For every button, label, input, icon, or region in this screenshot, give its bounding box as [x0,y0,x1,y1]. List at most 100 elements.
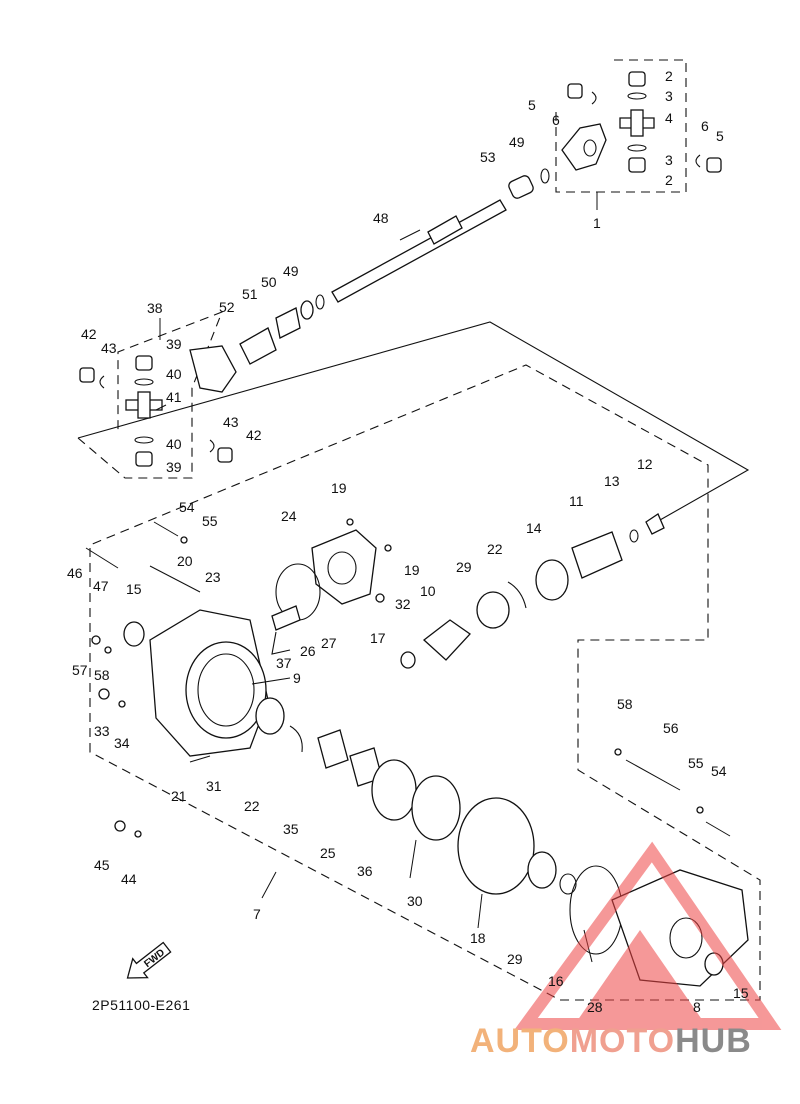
callout-43: 43 [101,340,117,356]
washer-50 [300,300,314,320]
spider-cross-41-vertical [137,391,151,419]
callout-3: 3 [665,152,673,168]
callout-2: 2 [665,172,673,188]
nut-12 [645,513,665,535]
bearing-cup-2-bottom [628,157,646,173]
callout-36: 36 [357,863,373,879]
callout-28: 28 [587,999,603,1015]
bolt-19-lower [384,544,392,552]
outer-frame-line [77,321,750,521]
callout-17: 17 [370,630,386,646]
callout-50: 50 [261,274,277,290]
circlip-49-lower [315,294,325,310]
callout-40: 40 [166,366,182,382]
callout-48: 48 [373,210,389,226]
ring-gear-18 [457,797,535,895]
drive-shaft-48 [331,199,507,303]
circlip-40-top [134,378,154,386]
bolt-21 [189,755,211,763]
bearing-29-upper [476,591,510,629]
callout-51: 51 [242,286,258,302]
circlip-43-right [209,439,215,453]
callout-11: 11 [569,493,584,509]
washer-57 [91,635,101,645]
bolt-33 [98,688,110,700]
callout-8: 8 [693,999,701,1015]
callout-22: 22 [487,541,503,557]
cover-24-hole [327,551,357,585]
leader-9 [251,677,291,685]
leader-41 [155,404,167,411]
drive-shaft-48-collar [427,215,463,245]
callout-14: 14 [526,520,542,536]
seal-14 [535,559,569,601]
callout-58: 58 [617,696,633,712]
callout-33: 33 [94,723,110,739]
housing-9-inner [197,653,255,727]
callout-49: 49 [283,263,299,279]
ring-gear-assembly [255,697,749,987]
washer-44 [134,830,142,838]
circlip-6-right [695,154,701,168]
callout-15: 15 [126,581,142,597]
bolt-17 [375,593,385,603]
callout-6: 6 [701,118,709,134]
callout-46: 46 [67,565,83,581]
circlip-3-top [627,92,647,100]
fwd-arrow: FWD [126,941,172,979]
callout-55: 55 [202,513,218,529]
washer-55-left [180,536,188,544]
cover-8-hole [669,917,703,959]
drive-shaft-assembly [239,168,550,365]
fwd-arrow-shape [126,941,172,979]
bearing-31 [255,697,285,735]
callout-41: 41 [166,389,182,405]
callout-20: 20 [177,553,193,569]
callout-6: 6 [552,112,560,128]
bearing-cup-42-left [79,367,95,383]
callout-29: 29 [507,951,523,967]
leader-48 [399,229,421,241]
callout-22: 22 [244,798,260,814]
shaft-seal-53 [508,175,534,199]
callout-53: 53 [480,149,496,165]
watermark-part-2: MOTO [569,1022,676,1060]
bearing-cup-39-bottom [135,451,153,467]
circlip-49-upper [540,168,550,184]
universal-joint-38 [79,345,237,467]
bolt-45 [114,820,126,832]
bolt-56 [625,759,681,791]
callout-42: 42 [81,326,97,342]
spring-26 [271,605,301,631]
bearing-cup-39-top [135,355,153,371]
callout-32: 32 [395,596,411,612]
circlip-43-left [99,375,105,389]
callout-1: 1 [593,215,601,231]
yoke-38 [189,345,237,393]
callout-49: 49 [509,134,525,150]
callout-31: 31 [206,778,222,794]
diagram-code: 2P51100-E261 [92,997,191,1013]
watermark-part-1: AUTO [470,1022,570,1060]
washer-55-right [696,806,704,814]
callout-15: 15 [733,985,749,1001]
bolt-54-right [705,821,731,837]
callout-labels: 1 2 2 3 3 4 5 5 6 6 7 8 9 10 11 12 13 14… [67,68,749,1015]
yoke-1-hole [583,139,597,157]
spring-51 [275,307,301,339]
callout-35: 35 [283,821,299,837]
o-ring-13 [629,529,639,543]
bearing-29-lower [527,851,557,889]
callout-42: 42 [246,427,262,443]
callout-21: 21 [171,788,187,804]
group-boundaries [77,59,761,1001]
callout-10: 10 [420,583,436,599]
cover-24 [311,529,377,605]
boot-52 [239,327,277,365]
callout-13: 13 [604,473,620,489]
pinion-assembly [400,513,665,669]
callout-47: 47 [93,578,109,594]
callout-5: 5 [528,97,536,113]
cage-35 [317,729,349,769]
